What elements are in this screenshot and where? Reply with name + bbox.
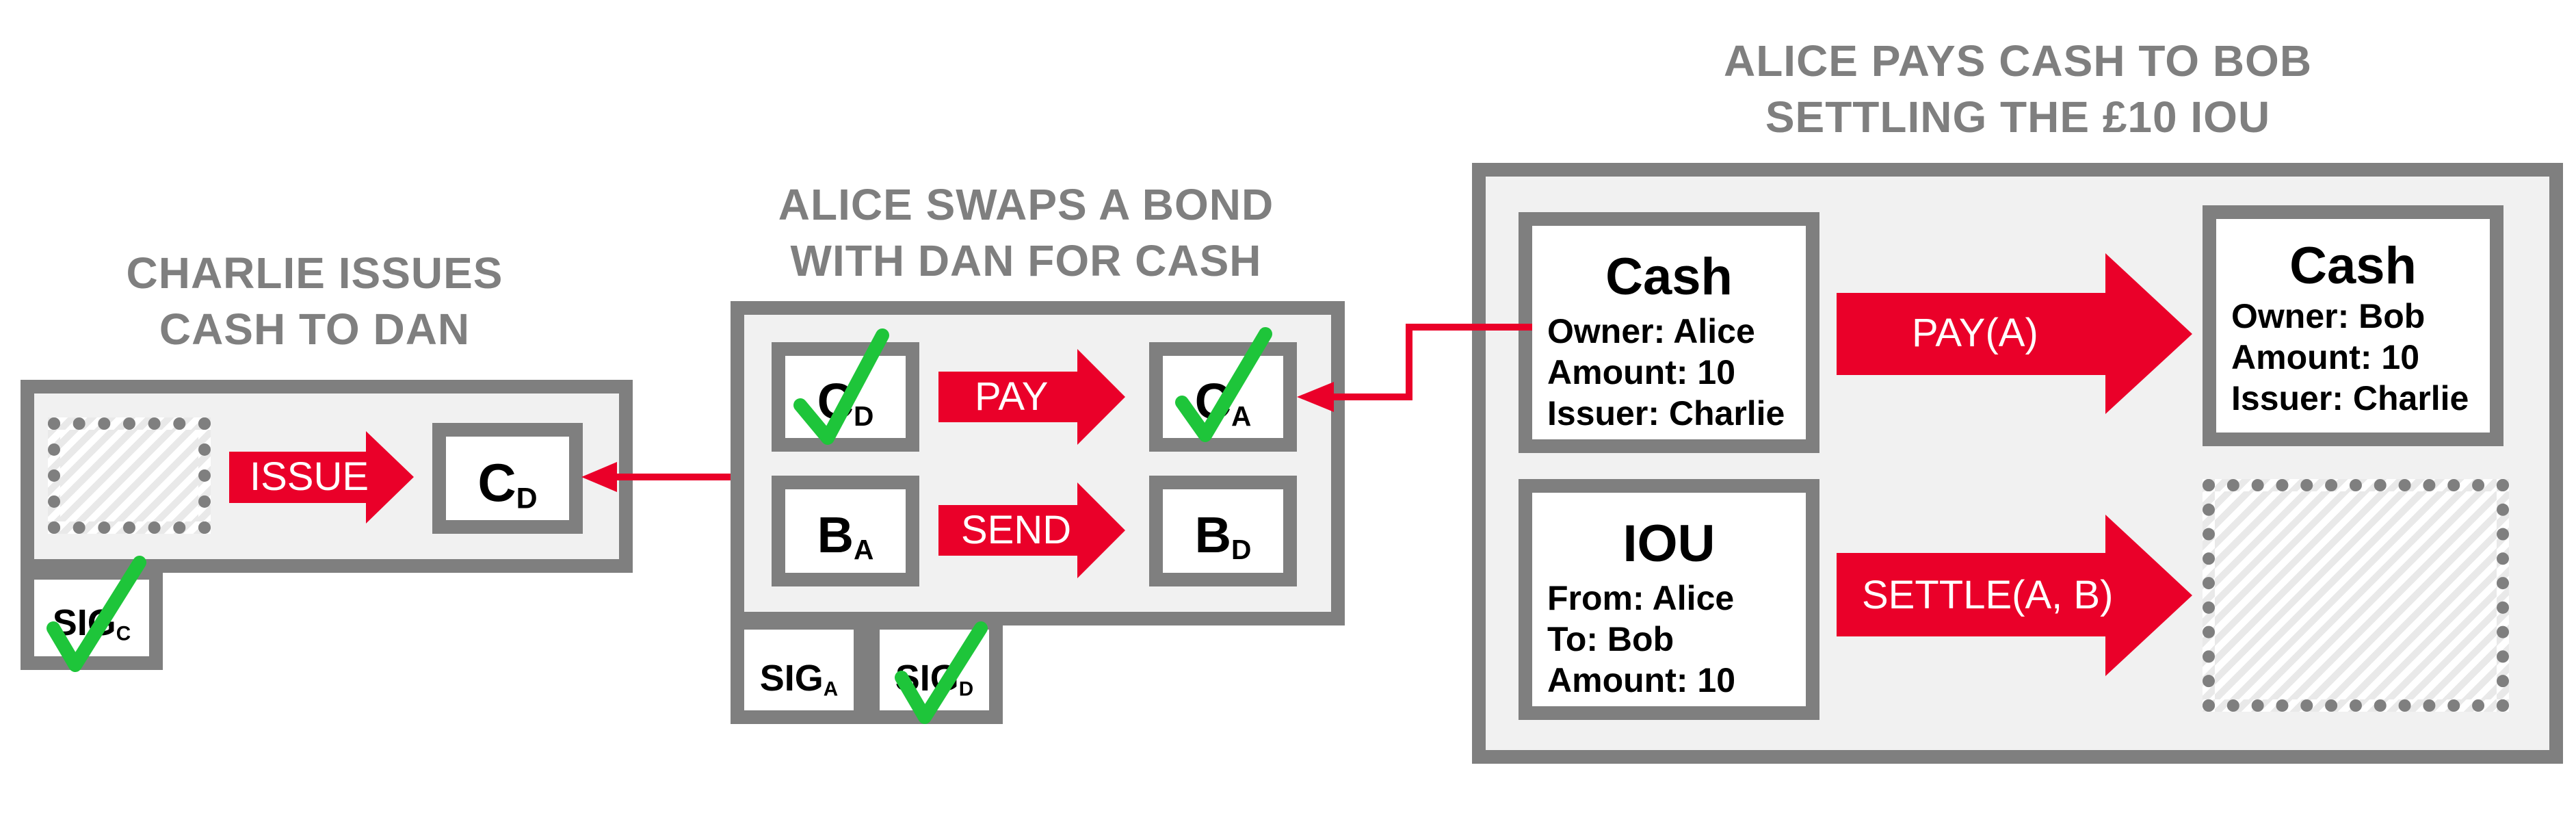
sig-symbol: SIG	[895, 658, 959, 699]
card-issuer: Issuer: Charlie	[2231, 379, 2469, 417]
title-line: WITH DAN FOR CASH	[790, 236, 1262, 285]
output-state-cd: CD	[432, 423, 583, 534]
state-symbol: C	[477, 452, 516, 513]
empty-input-placeholder	[48, 417, 211, 534]
iou-input-card: IOU From: Alice To: Bob Amount: 10	[1519, 479, 1819, 720]
state-subscript: D	[1231, 534, 1252, 566]
issue-command-label: ISSUE	[250, 454, 369, 499]
state-symbol: C	[1194, 373, 1232, 430]
title-alice-pays: ALICE PAYS CASH TO BOB SETTLING THE £10 …	[1655, 33, 2380, 145]
state-subscript: D	[516, 482, 538, 515]
state-symbol: B	[817, 506, 854, 563]
card-amount: Amount: 10	[1547, 661, 1735, 699]
title-line: CASH TO DAN	[159, 305, 471, 354]
cash-output-card: Cash Owner: Bob Amount: 10 Issuer: Charl…	[2203, 205, 2503, 446]
signature-sig-d: SIGD	[866, 616, 1003, 724]
settle-command-label: SETTLE(A, B)	[1862, 573, 2114, 617]
card-amount: Amount: 10	[2231, 338, 2419, 376]
sig-subscript: C	[116, 622, 131, 645]
card-owner: Owner: Alice	[1547, 312, 1755, 350]
pay-a-command-label: PAY(A)	[1912, 311, 2038, 355]
title-alice-swaps: ALICE SWAPS A BOND WITH DAN FOR CASH	[766, 177, 1286, 289]
card-issuer: Issuer: Charlie	[1547, 394, 1785, 433]
state-subscript: A	[1231, 400, 1252, 433]
card-title: Cash	[2289, 237, 2417, 295]
signature-sig-a: SIGA	[731, 616, 867, 724]
title-charlie-issues: CHARLIE ISSUES CASH TO DAN	[123, 245, 506, 357]
input-state-ba: BA	[772, 476, 919, 586]
card-amount: Amount: 10	[1547, 353, 1735, 391]
cash-input-card: Cash Owner: Alice Amount: 10 Issuer: Cha…	[1519, 212, 1819, 453]
sig-subscript: A	[823, 678, 839, 701]
card-to: To: Bob	[1547, 620, 1674, 658]
sig-subscript: D	[958, 678, 974, 701]
title-line: ALICE PAYS CASH TO BOB	[1723, 36, 2313, 86]
card-owner: Owner: Bob	[2231, 297, 2426, 335]
pay-command-label: PAY	[975, 374, 1049, 419]
card-title: Cash	[1605, 248, 1733, 306]
card-from: From: Alice	[1547, 579, 1735, 617]
state-subscript: A	[854, 534, 874, 566]
state-symbol: B	[1194, 506, 1232, 563]
title-line: ALICE SWAPS A BOND	[778, 180, 1274, 229]
signature-sig-c: SIGC	[21, 566, 163, 670]
state-symbol: C	[817, 373, 854, 430]
state-subscript: D	[854, 400, 874, 433]
title-line: SETTLING THE £10 IOU	[1765, 92, 2271, 142]
send-command-label: SEND	[961, 508, 1072, 552]
empty-output-placeholder	[2203, 479, 2509, 712]
sig-symbol: SIG	[52, 602, 116, 643]
output-state-bd: BD	[1149, 476, 1297, 586]
card-title: IOU	[1622, 515, 1716, 573]
sig-symbol: SIG	[759, 658, 824, 699]
title-line: CHARLIE ISSUES	[126, 248, 503, 298]
input-state-cd: CD	[772, 342, 919, 452]
output-state-ca: CA	[1149, 342, 1297, 452]
